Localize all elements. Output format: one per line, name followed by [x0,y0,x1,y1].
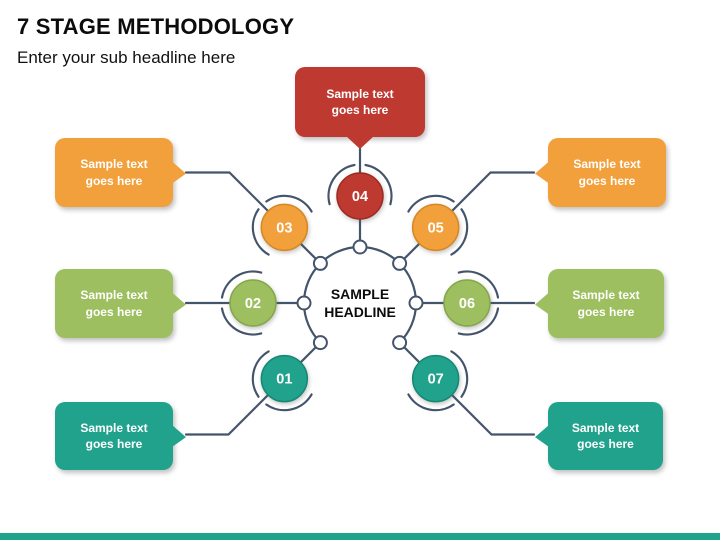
ring-arc-02-0 [220,270,263,299]
ring-arc-06-0 [457,307,500,336]
stage-node-06 [408,295,424,311]
ring-arc-07-1 [450,350,469,398]
stage-number-01: 01 [276,372,292,388]
callout-stage-05: Sample text goes here [535,138,666,207]
stage-circle-01 [260,354,309,403]
center-headline-line2: HEADLINE [324,304,396,320]
center-headline: SAMPLE HEADLINE [300,283,420,323]
stage-node-01 [312,335,328,351]
ring-arc-01-1 [265,393,313,412]
stage-node-04 [352,239,368,255]
stage-circle-05 [411,203,460,252]
ring-arc-07-0 [407,393,455,412]
stage-node-03 [312,255,328,271]
stage-number-07: 07 [428,372,444,388]
footer-accent-bar [0,533,720,540]
callout-text: Sample text goes here [573,157,641,188]
ring-arc-03-0 [265,194,313,213]
stage-node-07 [392,335,408,351]
stage-node-02 [296,295,312,311]
callout-stage-07: Sample text goes here [535,402,663,470]
stage-number-02: 02 [245,296,261,312]
stage-circle-02 [229,279,277,327]
ring-arc-04-0 [364,163,393,206]
ring-arc-05-0 [450,208,469,256]
stage-circle-03 [260,203,309,252]
callout-stage-01: Sample text goes here [55,402,186,470]
stage-number-03: 03 [276,220,292,236]
page-title: 7 STAGE METHODOLOGY [17,14,295,39]
callout-stage-06: Sample text goes here [535,269,664,338]
stage-number-05: 05 [428,220,444,236]
ring-arc-02-1 [220,307,263,336]
callout-stage-02: Sample text goes here [55,269,186,338]
stage-circle-04 [336,172,384,220]
stage-circle-07 [411,354,460,403]
callout-text: Sample text goes here [80,288,148,319]
callout-text: Sample text goes here [80,157,148,188]
callout-text: Sample text goes here [326,86,394,117]
ring-arc-01-0 [251,350,270,398]
center-headline-line1: SAMPLE [330,285,390,302]
page-subtitle: Enter your sub headline here [17,48,236,67]
ring-arc-04-1 [327,163,356,206]
callout-text: Sample text goes here [80,420,148,451]
stage-number-06: 06 [459,296,475,312]
ring-arc-05-1 [407,194,455,213]
callout-text: Sample text goes here [572,288,640,319]
stage-node-05 [392,255,408,271]
stage-number-04: 04 [352,189,368,205]
stage-circle-06 [443,279,491,327]
ring-arc-03-1 [251,208,270,256]
callout-stage-04: Sample text goes here [295,67,425,149]
callout-text: Sample text goes here [571,420,640,451]
ring-arc-06-1 [457,270,500,299]
callout-stage-03: Sample text goes here [55,138,186,207]
